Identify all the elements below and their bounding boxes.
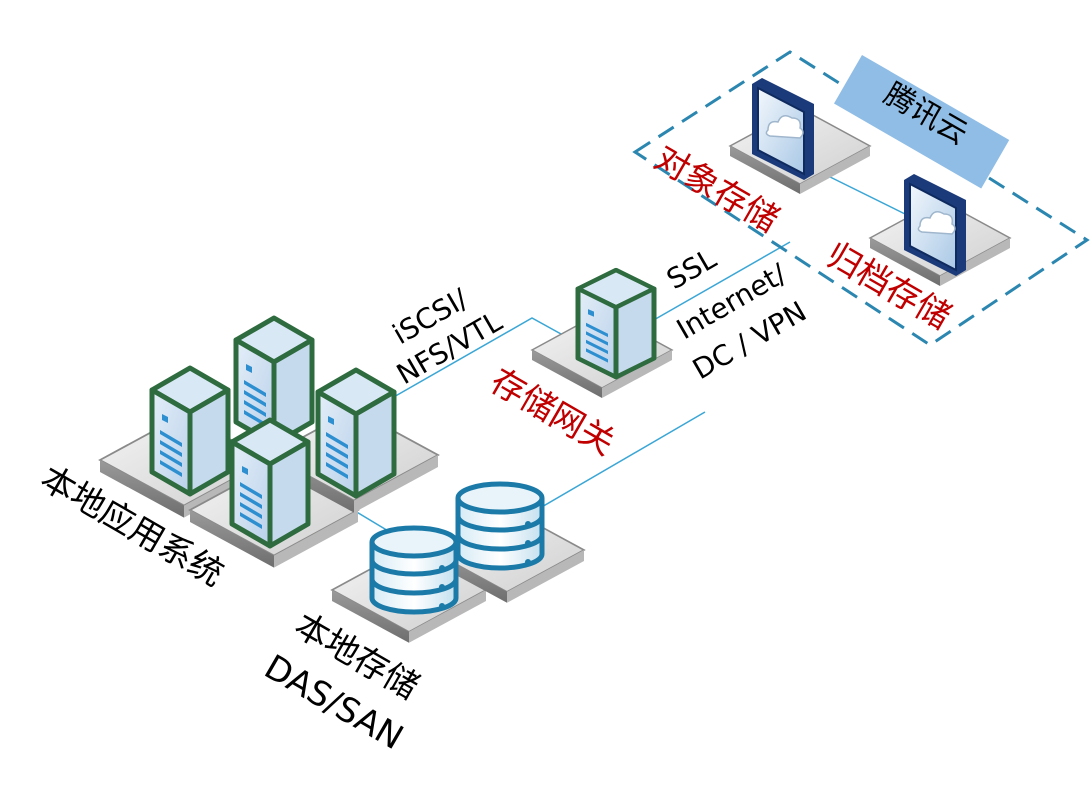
server-icon: [318, 370, 394, 496]
cloud-label-box: [834, 55, 1010, 189]
link-object-to-archive: [819, 171, 906, 215]
link-gateway-to-local-storage: [527, 411, 706, 516]
server-icon: [152, 368, 228, 494]
database-icon: [372, 528, 456, 612]
storage-gateway-node: [531, 270, 673, 399]
cloud-region-boundary: [632, 50, 1090, 347]
link-ssl-label: SSL: [661, 242, 722, 296]
server-icon: [232, 420, 308, 546]
database-icon: [458, 484, 542, 568]
local-storage-node: [331, 484, 585, 644]
gateway-server-icon: [578, 270, 654, 377]
link-gateway-to-cloud: [644, 241, 791, 326]
